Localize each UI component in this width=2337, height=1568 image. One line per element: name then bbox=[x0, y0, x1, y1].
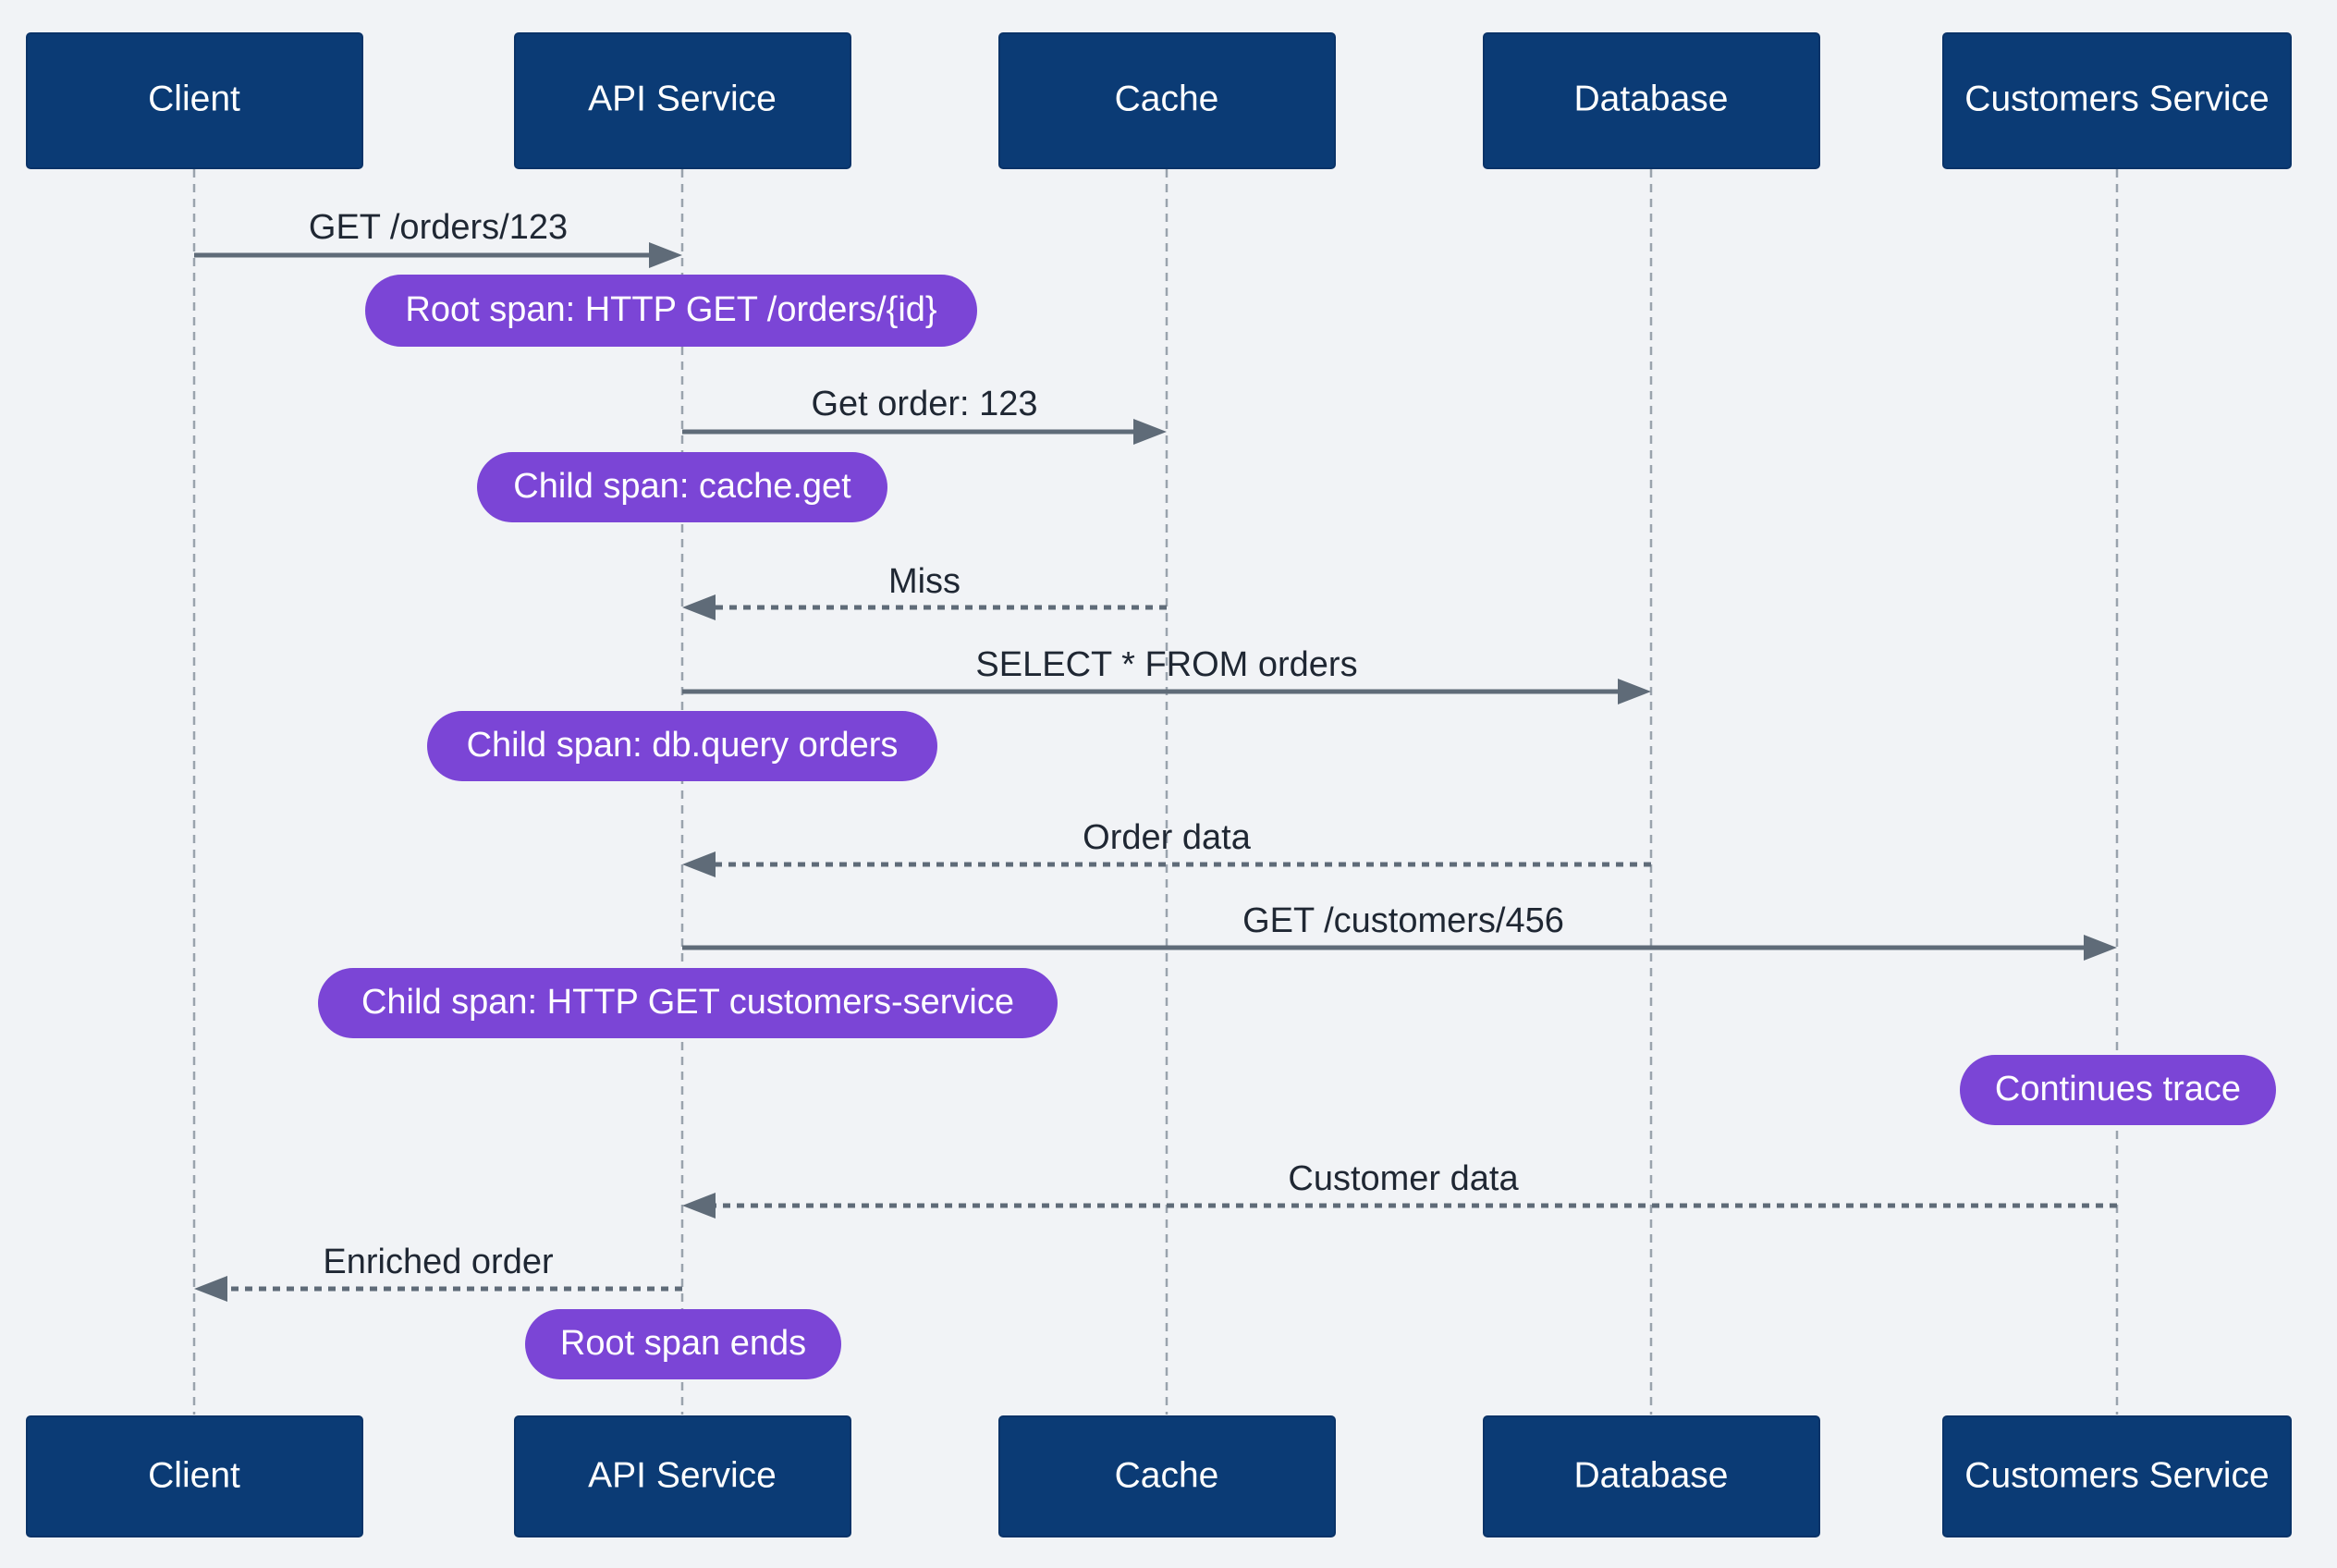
participant-label: Customers Service bbox=[1964, 1455, 2269, 1495]
arrow-left-icon bbox=[682, 594, 716, 620]
note-root-span[interactable]: Root span: HTTP GET /orders/{id} bbox=[365, 275, 977, 347]
participant-label: Database bbox=[1574, 79, 1729, 118]
message-label: GET /orders/123 bbox=[309, 208, 568, 247]
arrow-right-icon bbox=[649, 242, 682, 268]
participant-api-bottom[interactable]: API Service bbox=[514, 1415, 851, 1537]
note-label: Child span: cache.get bbox=[513, 467, 851, 506]
note-continues-trace[interactable]: Continues trace bbox=[1960, 1055, 2276, 1125]
participant-db-bottom[interactable]: Database bbox=[1483, 1415, 1820, 1537]
participant-label: Cache bbox=[1115, 1455, 1219, 1495]
arrow-right-icon bbox=[1133, 419, 1167, 445]
message-enriched-order[interactable]: Enriched order bbox=[194, 1243, 682, 1302]
message-order-data[interactable]: Order data bbox=[682, 818, 1651, 877]
participant-cache-top[interactable]: Cache bbox=[998, 32, 1336, 169]
messages: GET /orders/123 Get order: 123 Miss SELE… bbox=[194, 208, 2117, 1302]
note-label: Continues trace bbox=[1995, 1070, 2241, 1109]
notes: Root span: HTTP GET /orders/{id} Child s… bbox=[318, 275, 2276, 1379]
note-label: Child span: HTTP GET customers-service bbox=[361, 983, 1014, 1022]
participants-bottom: Client API Service Cache Database Custom… bbox=[26, 1415, 2292, 1537]
participant-client-bottom[interactable]: Client bbox=[26, 1415, 363, 1537]
participant-label: Database bbox=[1574, 1455, 1729, 1495]
participant-label: API Service bbox=[588, 79, 777, 118]
lifelines bbox=[192, 169, 2119, 1415]
note-label: Root span: HTTP GET /orders/{id} bbox=[405, 290, 936, 329]
participant-client-top[interactable]: Client bbox=[26, 32, 363, 169]
message-label: Enriched order bbox=[323, 1243, 554, 1281]
note-root-span-ends[interactable]: Root span ends bbox=[525, 1309, 841, 1379]
message-customer-data[interactable]: Customer data bbox=[682, 1159, 2117, 1219]
message-get-customer[interactable]: GET /customers/456 bbox=[682, 901, 2117, 961]
message-cache-miss[interactable]: Miss bbox=[682, 562, 1167, 620]
message-label: GET /customers/456 bbox=[1242, 901, 1564, 940]
participant-db-top[interactable]: Database bbox=[1483, 32, 1820, 169]
participant-label: Cache bbox=[1115, 79, 1219, 118]
note-db-span[interactable]: Child span: db.query orders bbox=[427, 711, 937, 781]
arrow-right-icon bbox=[1618, 679, 1651, 704]
message-label: Order data bbox=[1083, 818, 1252, 857]
message-label: SELECT * FROM orders bbox=[975, 645, 1357, 684]
message-label: Miss bbox=[888, 562, 960, 601]
participant-label: Customers Service bbox=[1964, 79, 2269, 118]
message-label: Customer data bbox=[1288, 1159, 1519, 1198]
participant-label: Client bbox=[148, 79, 240, 118]
arrow-left-icon bbox=[682, 1193, 716, 1219]
participant-customers-bottom[interactable]: Customers Service bbox=[1942, 1415, 2292, 1537]
participant-cache-bottom[interactable]: Cache bbox=[998, 1415, 1336, 1537]
arrow-right-icon bbox=[2084, 935, 2117, 961]
message-get-order[interactable]: GET /orders/123 bbox=[194, 208, 682, 268]
note-cache-span[interactable]: Child span: cache.get bbox=[477, 452, 887, 522]
arrow-left-icon bbox=[682, 851, 716, 877]
arrow-left-icon bbox=[194, 1276, 227, 1302]
participant-label: Client bbox=[148, 1455, 240, 1495]
participant-label: API Service bbox=[588, 1455, 777, 1495]
participants-top: Client API Service Cache Database Custom… bbox=[26, 32, 2292, 169]
message-label: Get order: 123 bbox=[811, 385, 1037, 423]
message-cache-get[interactable]: Get order: 123 bbox=[682, 385, 1167, 445]
participant-api-top[interactable]: API Service bbox=[514, 32, 851, 169]
message-db-query[interactable]: SELECT * FROM orders bbox=[682, 645, 1651, 704]
note-customers-span[interactable]: Child span: HTTP GET customers-service bbox=[318, 968, 1058, 1038]
note-label: Child span: db.query orders bbox=[467, 726, 899, 765]
note-label: Root span ends bbox=[560, 1324, 806, 1363]
participant-customers-top[interactable]: Customers Service bbox=[1942, 32, 2292, 169]
